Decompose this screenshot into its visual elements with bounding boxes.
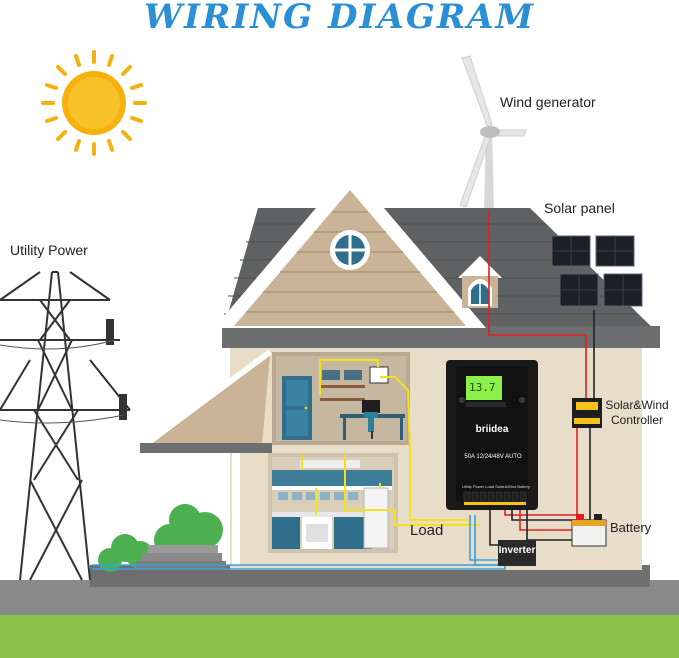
controller-port-labels: Utility Power Load Solar&Wind Battery [462,484,530,489]
roof-eave [222,326,660,348]
wall-outlet [369,366,389,384]
inverter-box [498,540,536,566]
solar-wind-controller-box [572,398,602,428]
laptop [362,400,380,413]
round-window [330,230,370,270]
wind-generator-label: Wind generator [500,94,596,110]
port-label-solar-wind: Solar&Wind [495,484,517,489]
port-label-utility: Utility Power [462,484,485,489]
controller-brand: briidea [475,424,509,435]
grass [0,615,679,658]
solar-panel-label: Solar panel [544,200,615,216]
porch-column [153,453,163,565]
dormer-window [458,256,502,308]
controller-label-line1: Solar&Wind [605,398,669,412]
load-label: Load [410,522,444,539]
refrigerator [363,487,389,549]
battery-label: Battery [610,520,652,535]
solar-panel-array [551,235,643,307]
office-chair [364,412,378,418]
controller-label-line2: Controller [610,413,664,427]
ac-load-wiring [301,359,480,526]
controller-lcd [466,376,502,400]
page-title: WIRING DIAGRAM [143,0,536,37]
port-label-battery: Battery [517,484,530,489]
kitchen-cabinet [272,517,300,549]
utility-power-tower [0,271,131,581]
wind-turbine [459,55,527,210]
controller-spec: 50A 12/24/48V AUTO [464,454,522,460]
inverter-label: Inverter [498,545,536,556]
battery-icon [571,514,607,547]
utility-power-label: Utility Power [10,242,88,258]
controller-label: Solar&Wind Controller [602,398,672,428]
sun-icon [41,50,147,156]
port-label-load: Load [485,484,495,489]
controller-lcd-value: 13.7 [469,381,496,394]
charge-controller [446,360,538,510]
house-foundation [90,565,650,587]
